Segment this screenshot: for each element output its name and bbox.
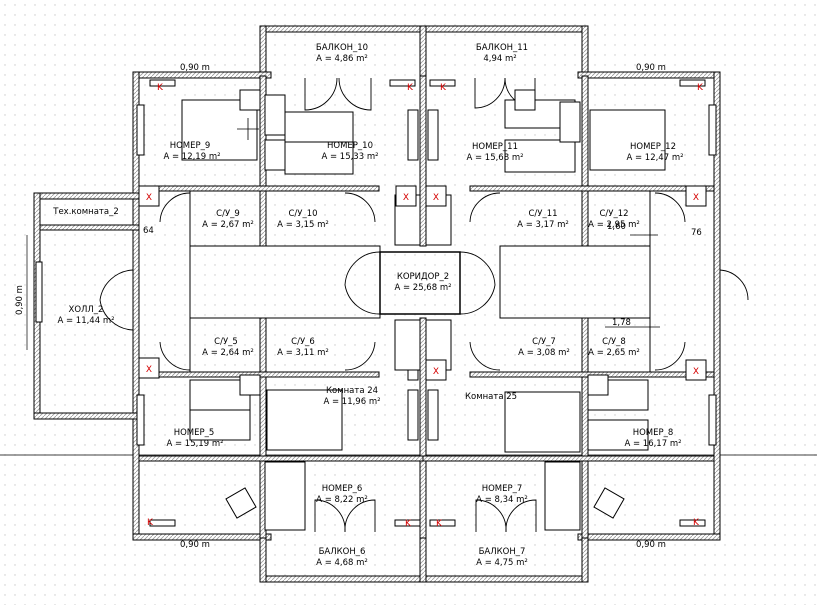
room-name-su-12: С/У_12 — [599, 209, 628, 219]
room-area-balcony-10: A = 4,86 m² — [316, 54, 368, 64]
svg-text:K: K — [440, 83, 447, 93]
room-name-su-5: С/У_5 — [214, 337, 238, 347]
room-area-nomer-10: A = 15,33 m² — [321, 152, 378, 162]
dimension-lines — [26, 71, 700, 541]
kitchen-markers: K K K K K K K K — [147, 83, 704, 529]
svg-text:X: X — [403, 193, 409, 203]
room-area-nomer-11: A = 15,68 m² — [466, 153, 523, 163]
dim-bottom-left: 0,90 m — [180, 540, 210, 550]
room-area-hall-2: A = 11,44 m² — [57, 316, 114, 326]
vent-shafts: X X X X X X X — [138, 185, 707, 381]
room-area-corridor-2: A = 25,68 m² — [394, 283, 451, 293]
room-area-su-5: A = 2,64 m² — [202, 348, 254, 358]
room-area-balcony-7: A = 4,75 m² — [476, 558, 528, 568]
room-area-nomer-8: A = 16,17 m² — [624, 439, 681, 449]
room-name-su-8: С/У_8 — [602, 337, 626, 347]
svg-text:K: K — [147, 518, 154, 528]
room-area-balcony-6: A = 4,68 m² — [316, 558, 368, 568]
room-area-su-6: A = 3,11 m² — [277, 348, 329, 358]
svg-text:K: K — [697, 83, 704, 93]
svg-text:X: X — [433, 193, 439, 203]
dim-76: 76 — [691, 228, 702, 238]
svg-text:K: K — [405, 519, 412, 529]
room-name-nomer-12: НОМЕР_12 — [630, 142, 676, 152]
room-name-nomer-5: НОМЕР_5 — [174, 428, 215, 438]
room-name-tech-room-2: Тех.комната_2 — [52, 207, 119, 217]
room-name-su-6: С/У_6 — [291, 337, 315, 347]
doors — [99, 77, 749, 533]
room-name-nomer-10: НОМЕР_10 — [327, 141, 373, 151]
furniture — [181, 89, 666, 531]
svg-text:X: X — [146, 193, 152, 203]
room-area-su-8: A = 2,65 m² — [588, 348, 640, 358]
room-area-nomer-12: A = 12,47 m² — [626, 153, 683, 163]
room-name-nomer-9: НОМЕР_9 — [170, 141, 211, 151]
room-name-komnata-24: Комната 24 — [326, 386, 378, 396]
svg-text:X: X — [433, 367, 439, 377]
room-name-balcony-11: БАЛКОН_11 — [476, 43, 528, 53]
room-name-balcony-6: БАЛКОН_6 — [319, 547, 366, 557]
svg-text:K: K — [157, 83, 164, 93]
dimension-labels: 0,90 m 0,90 m 0,90 m 0,90 m 0,90 m 64 76… — [15, 63, 702, 550]
dim-top-left: 0,90 m — [180, 63, 210, 73]
room-area-komnata-24: A = 11,96 m² — [323, 397, 380, 407]
dim-top-right: 0,90 m — [636, 63, 666, 73]
svg-text:K: K — [693, 518, 700, 528]
room-area-nomer-9: A = 12,19 m² — [163, 152, 220, 162]
svg-text:K: K — [436, 519, 443, 529]
svg-text:X: X — [693, 367, 699, 377]
room-area-nomer-5: A = 15,19 m² — [166, 439, 223, 449]
room-area-su-7: A = 3,08 m² — [518, 348, 570, 358]
room-area-su-12: A = 2,95 m² — [588, 220, 640, 230]
room-name-su-10: С/У_10 — [288, 209, 317, 219]
room-area-su-11: A = 3,17 m² — [517, 220, 569, 230]
room-labels: БАЛКОН_10 A = 4,86 m² БАЛКОН_11 4,94 m² … — [52, 43, 683, 568]
room-name-su-7: С/У_7 — [532, 337, 556, 347]
room-area-su-9: A = 2,67 m² — [202, 220, 254, 230]
crosshair-icon — [237, 118, 259, 140]
room-name-balcony-7: БАЛКОН_7 — [479, 547, 526, 557]
dim-64: 64 — [143, 226, 154, 236]
room-name-su-9: С/У_9 — [216, 209, 240, 219]
room-name-nomer-7: НОМЕР_7 — [482, 484, 523, 494]
svg-text:X: X — [693, 193, 699, 203]
room-name-corridor-2: КОРИДОР_2 — [397, 272, 449, 282]
room-name-balcony-10: БАЛКОН_10 — [316, 43, 368, 53]
dim-hall-side: 0,90 m — [15, 285, 25, 315]
dim-bottom-right: 0,90 m — [636, 540, 666, 550]
room-area-nomer-6: A = 8,22 m² — [316, 495, 368, 505]
room-name-hall-2: ХОЛЛ_2 — [69, 305, 104, 315]
dim-178: 1,78 — [612, 318, 631, 328]
room-area-nomer-7: A = 8,34 m² — [476, 495, 528, 505]
room-area-balcony-11: 4,94 m² — [483, 54, 516, 64]
room-name-nomer-8: НОМЕР_8 — [633, 428, 674, 438]
room-area-su-10: A = 3,15 m² — [277, 220, 329, 230]
inner-partitions — [189, 191, 651, 372]
svg-text:K: K — [407, 83, 414, 93]
room-name-nomer-11: НОМЕР_11 — [472, 142, 518, 152]
room-name-nomer-6: НОМЕР_6 — [322, 484, 363, 494]
room-name-komnata-25: Комната 25 — [465, 392, 517, 402]
svg-text:X: X — [146, 365, 152, 375]
dim-160: 1,60 — [607, 222, 626, 232]
room-name-su-11: С/У_11 — [528, 209, 557, 219]
